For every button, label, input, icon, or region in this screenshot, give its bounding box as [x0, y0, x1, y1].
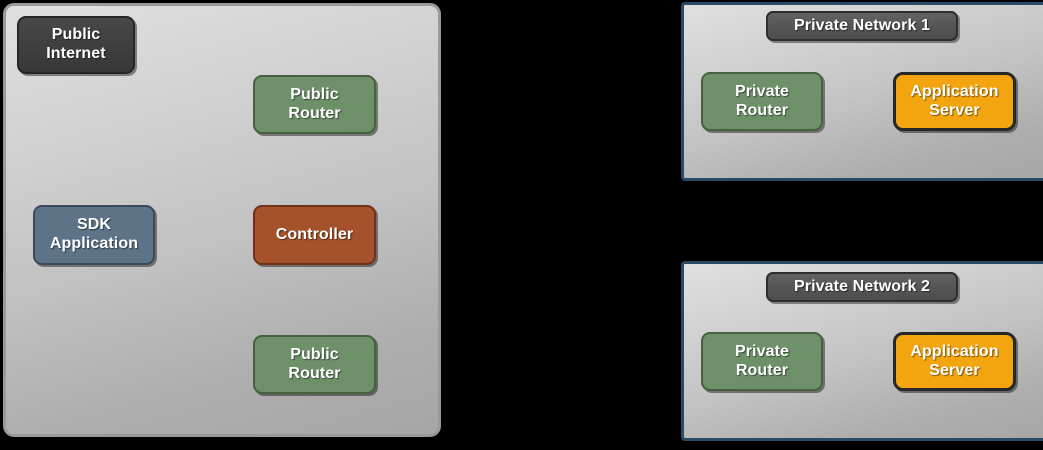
- private-network-1-title: Private Network 1: [766, 11, 958, 41]
- node-label-line-1: Private: [734, 342, 790, 360]
- node-public-router-1-label: Public Router: [284, 86, 344, 123]
- node-label-line-2: Router: [735, 101, 789, 119]
- node-controller[interactable]: Controller: [253, 205, 376, 265]
- node-label-line-2: Internet: [46, 45, 106, 62]
- node-label-line-2: Server: [929, 361, 980, 379]
- private-network-2-title: Private Network 2: [766, 272, 958, 302]
- node-label-line-1: Public: [51, 26, 101, 44]
- node-label-line-1: Public: [290, 85, 339, 103]
- node-private-router-1-label: Private Router: [731, 83, 793, 120]
- node-public-router-2-label: Public Router: [284, 346, 344, 383]
- node-private-router-2[interactable]: Private Router: [701, 332, 823, 391]
- private-network-2-panel: Private Network 2 Private Router Applica…: [681, 261, 1043, 441]
- node-label-line-2: Router: [288, 104, 341, 122]
- node-label-line-1: Private: [734, 82, 790, 100]
- node-application-server-2[interactable]: Application Server: [893, 332, 1016, 391]
- private-network-2-title-label: Private Network 2: [794, 278, 930, 295]
- node-label-line-1: Application: [910, 342, 999, 360]
- node-application-server-2-label: Application Server: [906, 343, 1002, 380]
- node-private-router-1[interactable]: Private Router: [701, 72, 823, 131]
- node-public-router-2[interactable]: Public Router: [253, 335, 376, 394]
- node-label-line-1: SDK: [76, 216, 112, 234]
- node-private-router-2-label: Private Router: [731, 343, 793, 380]
- node-label-line-2: Router: [735, 361, 789, 379]
- node-controller-label: Controller: [272, 226, 357, 245]
- node-label-line-2: Router: [288, 364, 341, 382]
- node-application-server-1[interactable]: Application Server: [893, 72, 1016, 131]
- node-application-server-1-label: Application Server: [906, 83, 1002, 120]
- node-public-internet-label: Public Internet: [42, 26, 109, 63]
- public-zone-panel: Public Internet Public Router SDK Applic…: [3, 3, 441, 437]
- private-network-1-title-label: Private Network 1: [794, 17, 930, 34]
- node-sdk-application[interactable]: SDK Application: [33, 205, 155, 265]
- node-public-router-1[interactable]: Public Router: [253, 75, 376, 134]
- node-public-internet[interactable]: Public Internet: [17, 16, 135, 74]
- node-label-line-1: Controller: [275, 225, 354, 243]
- node-label-line-1: Public: [290, 345, 339, 363]
- private-network-1-panel: Private Network 1 Private Router Applica…: [681, 2, 1043, 181]
- node-sdk-application-label: SDK Application: [46, 216, 142, 253]
- node-label-line-2: Application: [49, 235, 139, 252]
- node-label-line-2: Server: [929, 101, 980, 119]
- node-label-line-1: Application: [910, 82, 999, 100]
